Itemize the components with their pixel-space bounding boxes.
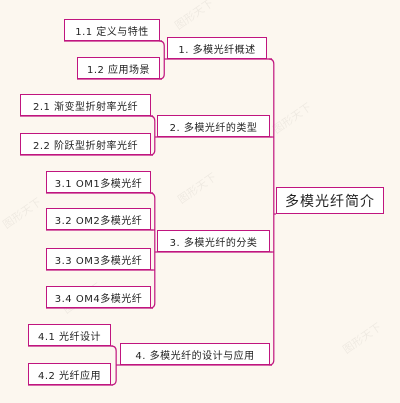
leaf-node-3-3[interactable]: 3.3 OM3多模光纤 [46,248,151,270]
branch-node-3[interactable]: 3. 多模光纤的分类 [157,230,270,252]
branch-1-bracket-spine [159,40,165,80]
branch-4-bracket-spine [111,345,117,386]
leaf-node-2-2[interactable]: 2.2 阶跃型折射率光纤 [20,133,151,155]
leaf-node-4-2[interactable]: 4.2 光纤应用 [28,363,111,385]
leaf-node-1-1[interactable]: 1.1 定义与特性 [64,19,160,41]
leaf-node-2-1[interactable]: 2.1 渐变型折射率光纤 [20,94,151,116]
root-bracket-spine [268,58,275,366]
branch-node-1[interactable]: 1. 多模光纤概述 [167,37,267,59]
leaf-node-3-1[interactable]: 3.1 OM1多模光纤 [46,171,151,193]
leaf-node-4-1[interactable]: 4.1 光纤设计 [28,324,111,346]
leaf-node-1-2[interactable]: 1.2 应用场景 [77,57,160,79]
root-node[interactable]: 多模光纤简介 [276,187,384,214]
branch-node-4[interactable]: 4. 多模光纤的设计与应用 [120,343,270,365]
leaf-node-3-4[interactable]: 3.4 OM4多模光纤 [46,286,151,308]
leaf-node-3-2[interactable]: 3.2 OM2多模光纤 [46,208,151,230]
branch-node-2[interactable]: 2. 多模光纤的类型 [157,115,270,137]
